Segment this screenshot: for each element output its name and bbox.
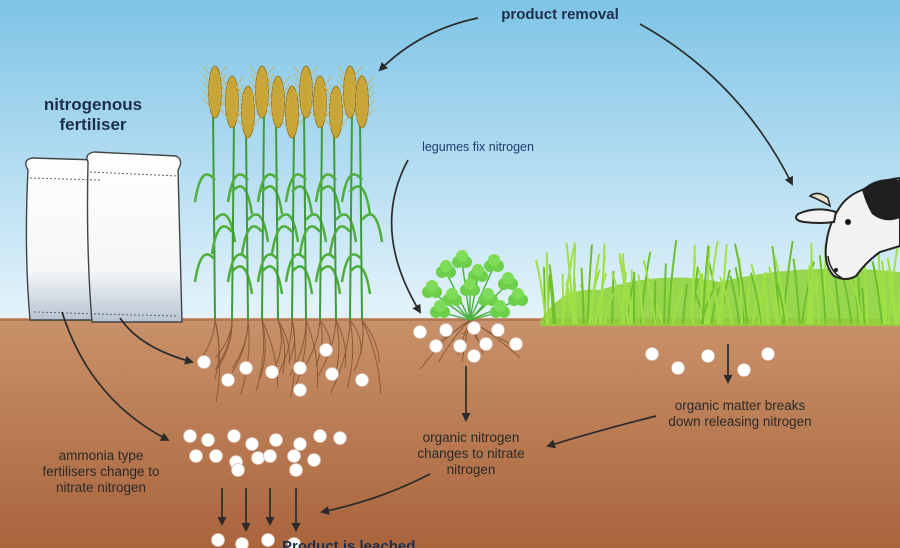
soil	[0, 318, 900, 548]
fertiliser-bags	[25, 151, 183, 323]
cow-head	[795, 176, 900, 280]
label-bottom-partial: Product is leached	[282, 538, 522, 548]
label-nitrogenous-fertiliser: nitrogenous fertiliser	[18, 95, 168, 135]
label-legumes-fix-nitrogen: legumes fix nitrogen	[398, 140, 558, 155]
nitrate-particles	[183, 321, 775, 548]
label-organic-nitrogen: organic nitrogen changes to nitrate nitr…	[396, 430, 546, 478]
label-ammonia-fertilisers: ammonia type fertilisers change to nitra…	[26, 448, 176, 496]
label-fertiliser-line1: nitrogenous	[43, 95, 143, 114]
label-ammonia-line3: nitrate nitrogen	[55, 479, 147, 495]
grass-meadow	[534, 240, 900, 326]
label-organic-matter-line1: organic matter breaks	[674, 398, 806, 413]
label-organic-nitrogen-line2: changes to nitrate	[417, 445, 525, 461]
arrow-bag-to-soil	[119, 317, 194, 365]
label-organic-nitrogen-line3: nitrogen	[446, 461, 496, 477]
arrow-removal-to-cow	[639, 23, 793, 186]
label-organic-nitrogen-line1: organic nitrogen	[422, 430, 520, 445]
label-organic-matter-line2: down releasing nitrogen	[668, 413, 812, 429]
label-organic-matter: organic matter breaks down releasing nit…	[640, 398, 840, 430]
label-legumes-text: legumes fix nitrogen	[422, 140, 534, 154]
wheat-crop	[193, 65, 384, 321]
arrow-removal-to-wheat	[378, 17, 479, 72]
label-bottom-partial-text: Product is leached	[282, 538, 416, 548]
label-ammonia-line2: fertilisers change to	[42, 463, 160, 479]
arrow-legume-fix	[390, 159, 422, 314]
arrow-organic-to-leach	[320, 473, 431, 515]
label-fertiliser-line2: fertiliser	[59, 115, 127, 135]
flow-arrows	[61, 17, 793, 532]
arrow-bag-to-ammonia	[61, 311, 170, 441]
label-ammonia-line1: ammonia type	[58, 448, 144, 463]
label-product-removal: product removal	[470, 6, 650, 24]
legume-plant	[420, 250, 528, 370]
label-product-removal-text: product removal	[501, 6, 619, 23]
arrow-organic-matter-left	[546, 415, 657, 449]
